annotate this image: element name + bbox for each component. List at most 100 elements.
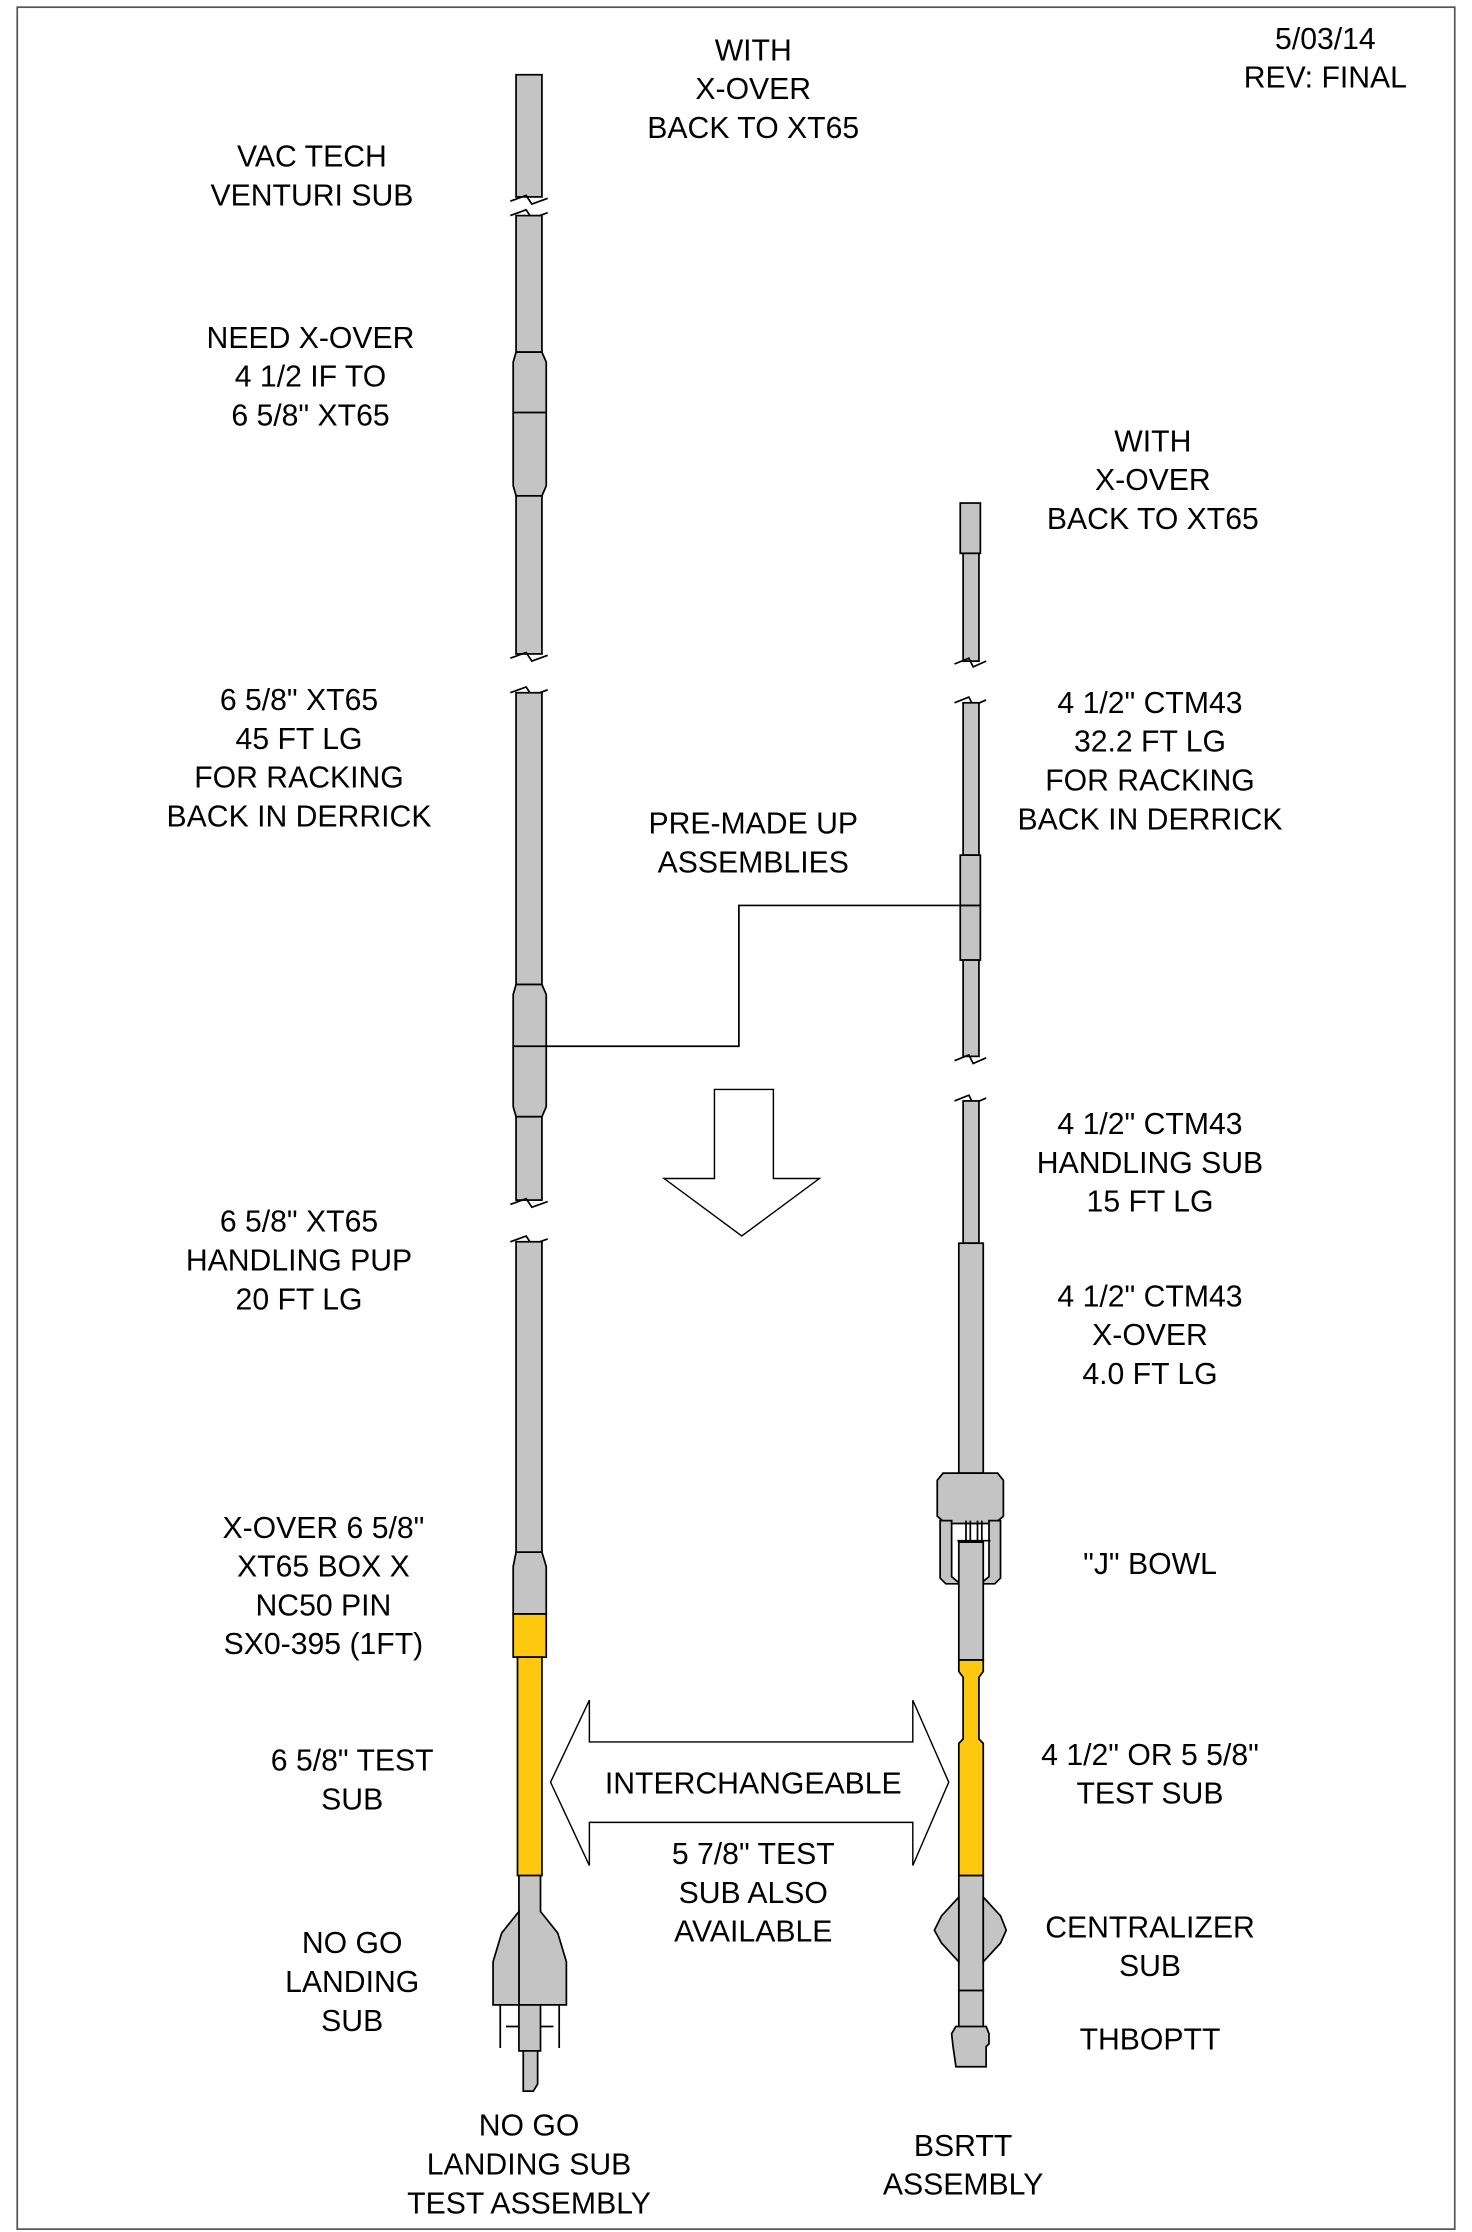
- pre-made-up-connector: [546, 904, 981, 1048]
- label-ctm43-32-line: FOR RACKING: [1045, 764, 1255, 797]
- break-mark: [954, 657, 987, 668]
- label-venturi-line: VENTURI SUB: [210, 180, 413, 213]
- label-xt65-pup-line: 20 FT LG: [236, 1283, 363, 1316]
- j-bowl-left: [939, 1519, 963, 1585]
- sheet-border: [16, 6, 1456, 2230]
- label-venturi-line: VAC TECH: [237, 141, 387, 174]
- tool-joint: [512, 351, 548, 497]
- label-ctm43-xover-line: X-OVER: [1092, 1319, 1208, 1352]
- pipe-segment: [515, 73, 543, 198]
- break-mark: [510, 651, 548, 663]
- test-sub-412: [957, 1659, 985, 1877]
- centralizer-body: [957, 1874, 985, 1992]
- label-xt65-45-line: FOR RACKING: [194, 762, 404, 795]
- label-xt65-pup-line: 6 5/8" XT65: [220, 1206, 378, 1239]
- interchangeable-double-arrow-icon: [549, 1699, 950, 1866]
- label-top-right-line: BACK TO XT65: [1047, 503, 1259, 536]
- label-need-xover-line: 4 1/2 IF TO: [235, 361, 387, 394]
- label-need-xover-line: NEED X-OVER: [207, 322, 415, 355]
- x-over-yellow: [512, 1613, 548, 1658]
- label-no-go-sub-line: SUB: [321, 2005, 383, 2038]
- label-centralizer-line: SUB: [1119, 1950, 1181, 1983]
- label-ctm43-handling-line: 15 FT LG: [1087, 1186, 1214, 1219]
- label-need-xover-line: 6 5/8" XT65: [231, 399, 389, 432]
- label-xover-658-line: XT65 BOX X: [237, 1551, 410, 1584]
- label-no-go-sub-line: LANDING: [285, 1966, 419, 1999]
- handling-sub: [962, 1100, 980, 1245]
- label-bsrtt-assembly-line: BSRTT: [914, 2130, 1012, 2163]
- x-over-gray: [512, 1551, 548, 1615]
- no-go-landing-sub: [518, 1874, 568, 2006]
- pipe-segment: [515, 691, 543, 986]
- thboptt-tool: [950, 2025, 990, 2068]
- pipe-segment: [515, 494, 543, 655]
- label-xover-658-line: X-OVER 6 5/8": [222, 1512, 424, 1545]
- label-xt65-pup-line: HANDLING PUP: [186, 1245, 412, 1278]
- label-xover-658-line: SX0-395 (1FT): [224, 1628, 424, 1661]
- label-date-rev-line: 5/03/14: [1275, 23, 1376, 56]
- label-test-sub-658-line: 6 5/8" TEST: [271, 1745, 434, 1778]
- test-sub-658: [516, 1656, 543, 1877]
- label-premade-line: PRE-MADE UP: [648, 808, 858, 841]
- label-date-rev-line: REV: FINAL: [1244, 62, 1407, 95]
- label-j-bowl-line: "J" BOWL: [1083, 1548, 1217, 1581]
- j-bowl-pins: [957, 1520, 991, 1543]
- pipe-segment: [959, 502, 982, 555]
- pipe-segment: [962, 701, 980, 857]
- pipe-segment: [515, 214, 543, 353]
- no-go-shoulder: [492, 1909, 520, 2006]
- label-xt65-45-line: 6 5/8" XT65: [220, 684, 378, 717]
- label-no-go-assembly-line: NO GO: [479, 2110, 580, 2143]
- label-top-center-line: BACK TO XT65: [647, 112, 859, 145]
- pipe-segment: [515, 1115, 543, 1201]
- label-test-sub-658-line: SUB: [321, 1783, 383, 1816]
- handling-pup: [515, 1240, 543, 1554]
- label-test-sub-578-line: SUB ALSO: [679, 1877, 828, 1910]
- bsrtt-string: [933, 502, 1008, 2068]
- pipe-segment: [957, 1989, 985, 2031]
- label-ctm43-32-line: BACK IN DERRICK: [1018, 803, 1283, 836]
- down-arrow-icon: [661, 1088, 822, 1237]
- label-ctm43-32-line: 32.2 FT LG: [1074, 726, 1226, 759]
- label-bsrtt-assembly-line: ASSEMBLY: [883, 2169, 1043, 2202]
- no-go-body: [518, 2004, 542, 2052]
- no-go-fingers: [499, 2004, 561, 2049]
- label-test-sub-412-line: 4 1/2" OR 5 5/8": [1041, 1739, 1259, 1772]
- label-ctm43-handling-line: HANDLING SUB: [1037, 1147, 1263, 1180]
- pipe-segment: [962, 552, 980, 662]
- j-bowl-mandrel: [957, 1541, 985, 1661]
- label-interchangeable-line: INTERCHANGEABLE: [605, 1768, 902, 1801]
- label-xover-658-line: NC50 PIN: [256, 1589, 392, 1622]
- break-mark: [510, 194, 548, 206]
- centralizer-left-fin: [933, 1894, 960, 1965]
- label-xt65-45-line: BACK IN DERRICK: [167, 800, 432, 833]
- label-no-go-assembly-line: TEST ASSEMBLY: [407, 2187, 651, 2220]
- pipe-segment: [962, 959, 980, 1058]
- tool-joint: [959, 854, 982, 961]
- centralizer-right-fin: [982, 1894, 1008, 1965]
- label-top-right-line: WITH: [1114, 425, 1191, 458]
- label-test-sub-578-line: 5 7/8" TEST: [672, 1838, 835, 1871]
- tool-joint: [512, 983, 548, 1118]
- label-ctm43-xover-line: 4.0 FT LG: [1082, 1358, 1217, 1391]
- label-top-center-line: WITH: [715, 34, 792, 67]
- label-no-go-sub-line: NO GO: [302, 1927, 403, 1960]
- label-premade-line: ASSEMBLIES: [658, 846, 849, 879]
- label-test-sub-578-line: AVAILABLE: [674, 1916, 832, 1949]
- label-centralizer-line: CENTRALIZER: [1045, 1911, 1255, 1944]
- label-xt65-45-line: 45 FT LG: [236, 723, 363, 756]
- break-mark: [954, 1053, 987, 1065]
- no-go-landing-sub-string: [492, 73, 568, 2093]
- pin-end: [522, 2050, 539, 2093]
- ctm43-x-over: [957, 1242, 985, 1475]
- label-top-center-line: X-OVER: [695, 73, 811, 106]
- label-ctm43-32-line: 4 1/2" CTM43: [1057, 687, 1242, 720]
- j-bowl-top: [936, 1472, 1005, 1525]
- label-ctm43-xover-line: 4 1/2" CTM43: [1057, 1280, 1242, 1313]
- label-top-right-line: X-OVER: [1095, 464, 1211, 497]
- label-test-sub-412-line: TEST SUB: [1076, 1778, 1223, 1811]
- label-ctm43-handling-line: 4 1/2" CTM43: [1057, 1108, 1242, 1141]
